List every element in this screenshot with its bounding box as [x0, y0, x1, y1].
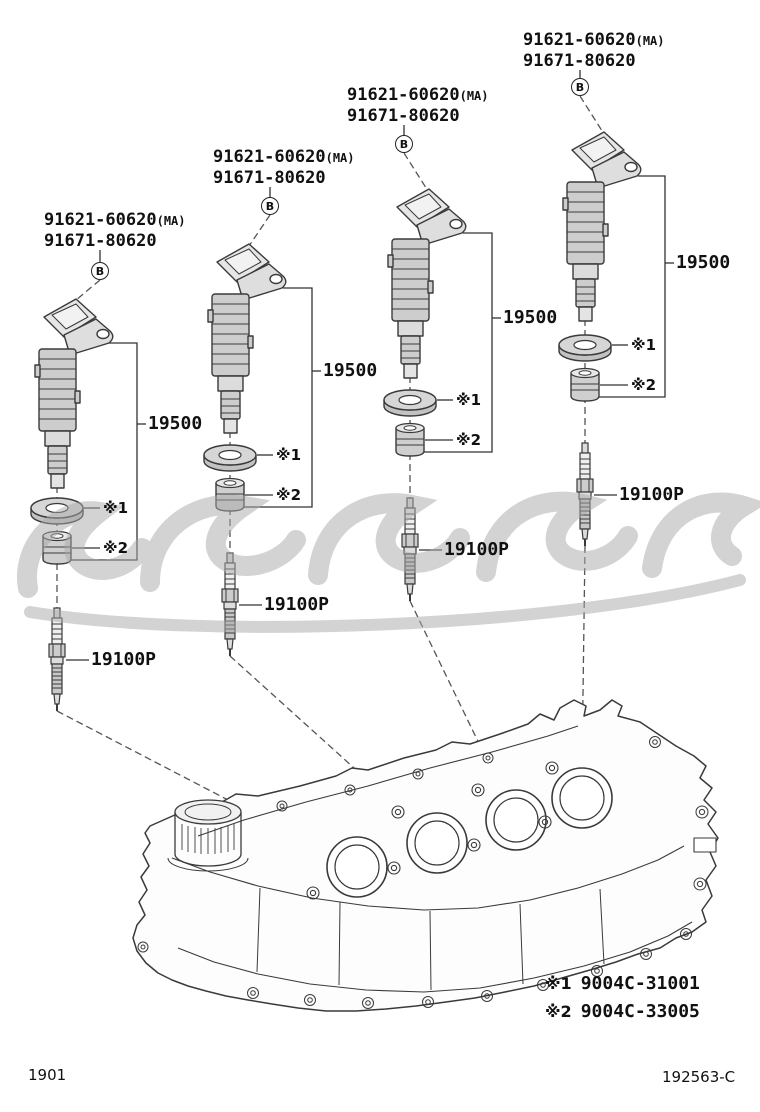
coil-3-part-numbers: 91621-60620(MA) 91671-80620 — [347, 85, 489, 126]
watermark — [17, 491, 760, 633]
part-number: 91621-60620 — [44, 210, 157, 230]
plug-boot-3 — [395, 422, 425, 457]
coil-assembly-number-1: 19500 — [148, 413, 203, 434]
spark-plug-number-3: 19100P — [444, 539, 510, 560]
part-number: 91621-60620 — [347, 85, 460, 105]
cover-tab — [693, 837, 717, 853]
seal-washer-2 — [203, 444, 257, 472]
coil-assembly-number-2: 19500 — [323, 360, 378, 381]
figure-code: 192563-C — [662, 1068, 736, 1086]
washer-mark-3: ※1 — [456, 391, 482, 409]
ignition-coil-1 — [34, 298, 114, 489]
page-code: 1901 — [28, 1066, 67, 1084]
connector-ref-b-3: B — [395, 135, 413, 153]
coil-assembly-number-3: 19500 — [503, 307, 558, 328]
spark-plug-number-2: 19100P — [264, 594, 330, 615]
legend-part-2: 9004C-33005 — [580, 1001, 700, 1022]
boot-mark-3: ※2 — [456, 431, 482, 449]
leader-lines — [66, 70, 674, 661]
connector-ref-b-4: B — [571, 78, 589, 96]
part-number: 91621-60620 — [523, 30, 636, 50]
legend: ※1 9004C-31001 ※2 9004C-33005 — [545, 970, 700, 1026]
legend-mark-1: ※1 — [545, 974, 572, 993]
part-number-alt: 91671-80620 — [213, 168, 326, 188]
part-number-suffix: (MA) — [459, 89, 489, 103]
seal-washer-3 — [383, 389, 437, 417]
boot-mark-2: ※2 — [276, 486, 302, 504]
plug-tube-4 — [551, 767, 613, 829]
oil-filler-cap — [167, 799, 249, 872]
coil-4-part-numbers: 91621-60620(MA) 91671-80620 — [523, 30, 665, 71]
coil-assembly-number-4: 19500 — [676, 252, 731, 273]
boot-mark-4: ※2 — [631, 376, 657, 394]
plug-tube-1 — [326, 836, 388, 898]
legend-mark-2: ※2 — [545, 1002, 572, 1021]
plug-tube-3 — [485, 789, 547, 851]
legend-part-1: 9004C-31001 — [580, 973, 700, 994]
spark-plug-number-1: 19100P — [91, 649, 157, 670]
ignition-coil-2 — [207, 243, 287, 434]
plug-boot-4 — [570, 367, 600, 402]
part-number-suffix: (MA) — [156, 214, 186, 228]
ignition-coil-4 — [562, 131, 642, 322]
coil-2-part-numbers: 91621-60620(MA) 91671-80620 — [213, 147, 355, 188]
part-number-alt: 91671-80620 — [44, 231, 157, 251]
ignition-coil-3 — [387, 188, 467, 379]
plug-tube-2 — [406, 812, 468, 874]
legend-row-1: ※1 9004C-31001 — [545, 970, 700, 998]
washer-mark-1: ※1 — [103, 499, 129, 517]
legend-row-2: ※2 9004C-33005 — [545, 998, 700, 1026]
coil-1-part-numbers: 91621-60620(MA) 91671-80620 — [44, 210, 186, 251]
part-number-suffix: (MA) — [635, 34, 665, 48]
flange-bolt-holes — [137, 736, 709, 1009]
washer-mark-4: ※1 — [631, 336, 657, 354]
part-number-alt: 91671-80620 — [347, 106, 460, 126]
connector-ref-b-2: B — [261, 197, 279, 215]
head-bolt-holes — [306, 761, 559, 900]
washer-mark-2: ※1 — [276, 446, 302, 464]
spark-plug-number-4: 19100P — [619, 484, 685, 505]
part-number: 91621-60620 — [213, 147, 326, 167]
boot-mark-1: ※2 — [103, 539, 129, 557]
seal-washer-4 — [558, 334, 612, 362]
connector-ref-b-1: B — [91, 262, 109, 280]
part-number-suffix: (MA) — [325, 151, 355, 165]
spark-plug-1 — [48, 607, 66, 712]
valve-cover — [132, 699, 719, 1012]
part-number-alt: 91671-80620 — [523, 51, 636, 71]
